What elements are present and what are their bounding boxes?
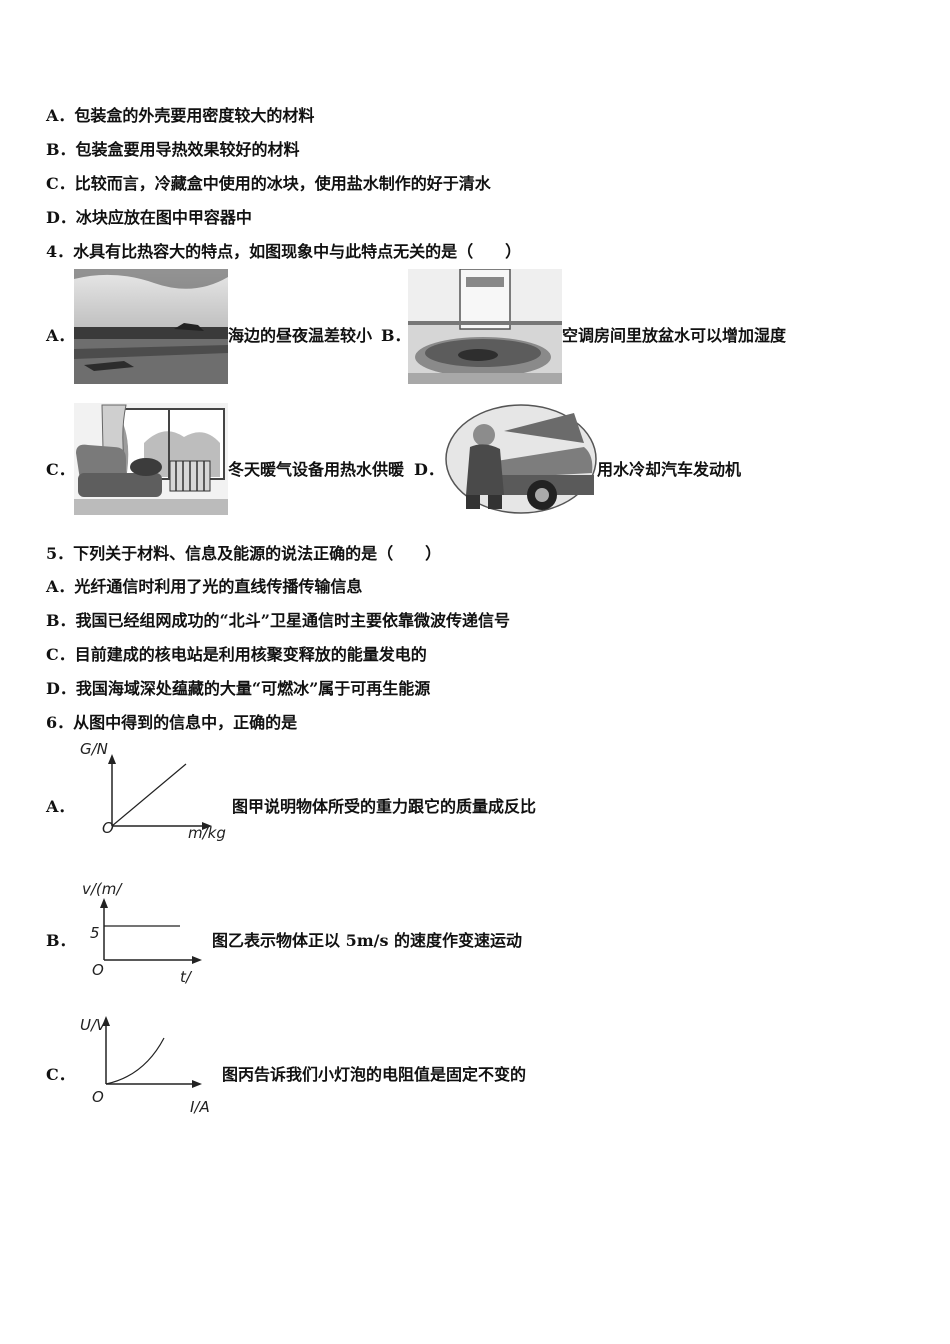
- q6-option-c-text: 图丙告诉我们小灯泡的电阻值是固定不变的: [222, 1065, 527, 1084]
- graph-b-x-arrow: [192, 956, 202, 964]
- q6-stem: 6．从图中得到的信息中，正确的是: [46, 713, 298, 732]
- q4-option-c-text: 冬天暖气设备用热水供暖: [228, 460, 405, 479]
- q6-option-a-text: 图甲说明物体所受的重力跟它的质量成反比: [232, 797, 537, 816]
- q6-option-b-label: B．: [46, 931, 76, 950]
- velocity-time-graph: v/(m/ 5 O t/: [82, 880, 202, 986]
- q3-option-d: D．冰块应放在图中甲容器中: [46, 208, 252, 227]
- graph-c-x-arrow: [192, 1080, 202, 1088]
- aircon-basin-photo: [408, 269, 562, 384]
- q4-option-b-text: 空调房间里放盆水可以增加湿度: [562, 326, 787, 345]
- graph-b-tick: 5: [90, 924, 100, 942]
- radiator-room-photo: [74, 403, 228, 515]
- graph-c-curve: [105, 1037, 165, 1085]
- q3-option-a: A．包装盒的外壳要用密度较大的材料: [46, 106, 315, 125]
- seaside-photo: [74, 269, 228, 384]
- graph-a-x-arrow: [202, 822, 212, 830]
- gravity-mass-graph: G/N O m/kg: [80, 740, 226, 842]
- graph-b-ylabel: v/(m/: [82, 880, 123, 898]
- q5-stem: 5．下列关于材料、信息及能源的说法正确的是（ ）: [46, 544, 442, 563]
- q5-option-d: D．我国海域深处蕴藏的大量“可燃冰”属于可再生能源: [46, 679, 431, 698]
- graph-c-origin: O: [92, 1088, 104, 1106]
- q4-option-c-label: C．: [46, 460, 75, 479]
- graph-a-origin: O: [102, 819, 114, 837]
- graph-b-xlabel: t/: [180, 968, 193, 986]
- graph-c-ylabel: U/V: [80, 1016, 108, 1034]
- q4-option-a-text: 海边的昼夜温差较小: [228, 326, 373, 345]
- graph-a-ylabel: G/N: [80, 740, 108, 758]
- voltage-current-graph: U/V O I/A: [80, 1016, 210, 1116]
- graph-a-line: [111, 763, 187, 827]
- graph-c-xlabel: I/A: [190, 1098, 210, 1116]
- q4-option-d-label: D．: [414, 460, 444, 479]
- q6-option-c-label: C．: [46, 1065, 75, 1084]
- q6-option-b-text: 图乙表示物体正以 5m/s 的速度作变速运动: [212, 931, 523, 950]
- q4-option-d-text: 用水冷却汽车发动机: [597, 460, 742, 479]
- q5-option-b: B．我国已经组网成功的“北斗”卫星通信时主要依靠微波传递信号: [46, 611, 510, 630]
- graph-b-y-arrow: [100, 898, 108, 908]
- car-engine-photo: [444, 403, 598, 515]
- q3-option-c: C．比较而言，冷藏盒中使用的冰块，使用盐水制作的好于清水: [46, 174, 491, 193]
- graph-b-origin: O: [92, 961, 104, 979]
- q3-option-b: B．包装盒要用导热效果较好的材料: [46, 140, 300, 159]
- graph-c-y-arrow: [102, 1016, 110, 1026]
- q5-option-c: C．目前建成的核电站是利用核聚变释放的能量发电的: [46, 645, 427, 664]
- q5-option-a: A．光纤通信时利用了光的直线传播传输信息: [46, 577, 363, 596]
- q4-option-b-label: B．: [381, 326, 411, 345]
- graph-a-xlabel: m/kg: [188, 824, 226, 842]
- q4-stem: 4．水具有比热容大的特点，如图现象中与此特点无关的是（ ）: [46, 242, 522, 261]
- graph-a-y-arrow: [108, 754, 116, 764]
- q6-option-a-label: A．: [46, 797, 75, 816]
- q4-option-a-label: A．: [46, 326, 75, 345]
